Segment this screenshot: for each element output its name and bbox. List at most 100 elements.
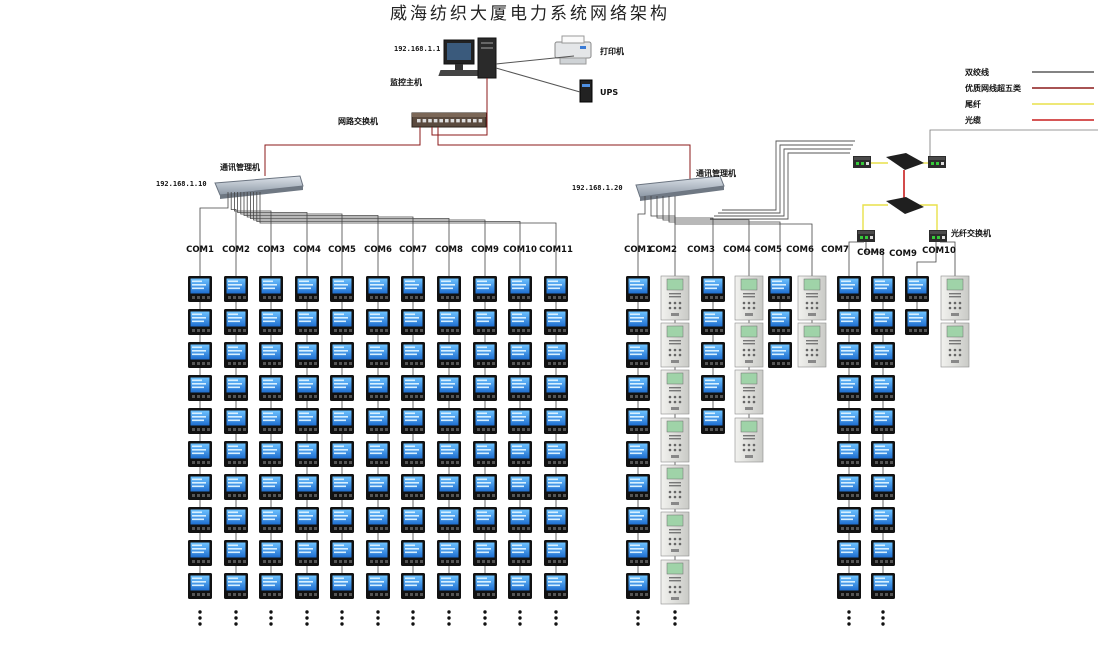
power-meter (224, 474, 248, 500)
continuation-dot (340, 622, 344, 626)
power-meter (330, 276, 354, 302)
power-meter (508, 408, 532, 434)
power-meter (544, 441, 568, 467)
switch-port (417, 119, 421, 123)
protection-relay (734, 417, 764, 463)
power-meter (508, 573, 532, 599)
continuation-dot (847, 616, 851, 620)
com-port-label: COM7 (399, 245, 427, 255)
power-meter (626, 276, 650, 302)
power-meter (508, 507, 532, 533)
power-meter (259, 309, 283, 335)
power-meter (224, 276, 248, 302)
continuation-dot (305, 610, 309, 614)
power-meter (295, 309, 319, 335)
continuation-dot (881, 616, 885, 620)
protection-relay (797, 322, 827, 368)
power-meter (837, 309, 861, 335)
power-meter (473, 276, 497, 302)
power-meter (366, 441, 390, 467)
continuation-dot (305, 616, 309, 620)
manager-left-label: 通讯管理机 (220, 162, 260, 172)
power-meter (295, 408, 319, 434)
protection-relay (660, 559, 690, 605)
power-meter (259, 441, 283, 467)
power-meter (295, 474, 319, 500)
power-meter (544, 309, 568, 335)
com-port-label: COM8 (857, 248, 885, 258)
power-meter (905, 309, 929, 335)
continuation-dot (483, 622, 487, 626)
power-meter (259, 474, 283, 500)
power-meter (701, 375, 725, 401)
power-meter (871, 540, 895, 566)
power-meter (837, 507, 861, 533)
bus-line (848, 241, 864, 580)
com-port-label: COM6 (786, 245, 814, 255)
continuation-dot (198, 622, 202, 626)
power-meter (837, 573, 861, 599)
power-meter (626, 540, 650, 566)
power-meter (224, 441, 248, 467)
power-meter (401, 408, 425, 434)
switch-port (467, 119, 471, 123)
power-meter (626, 507, 650, 533)
power-meter (701, 276, 725, 302)
power-meter (259, 408, 283, 434)
power-meter (437, 375, 461, 401)
power-meter (544, 408, 568, 434)
switch-port (422, 119, 427, 123)
com-port-label: COM4 (723, 245, 751, 255)
power-meter (837, 375, 861, 401)
power-meter (626, 474, 650, 500)
com-port-label: COM6 (364, 245, 392, 255)
com-port-label: COM9 (471, 245, 499, 255)
continuation-dot (234, 616, 238, 620)
power-meter (544, 375, 568, 401)
power-meter (544, 507, 568, 533)
power-meter (188, 441, 212, 467)
power-meter (701, 309, 725, 335)
bus-line (240, 192, 343, 573)
power-meter (437, 309, 461, 335)
power-meter (437, 276, 461, 302)
continuation-dot (305, 622, 309, 626)
power-meter (224, 573, 248, 599)
power-meter (330, 408, 354, 434)
manager-left-ip: 192.168.1.10 (156, 180, 207, 188)
continuation-dot (411, 610, 415, 614)
power-meter (837, 408, 861, 434)
power-meter (259, 540, 283, 566)
fiber-switch-mid (886, 197, 924, 214)
power-meter (871, 309, 895, 335)
com-port-label: COM5 (328, 245, 356, 255)
power-meter (508, 540, 532, 566)
com-port-label: COM10 (922, 246, 956, 256)
switch-port (478, 119, 483, 123)
continuation-dot (554, 616, 558, 620)
continuation-dot (411, 622, 415, 626)
power-meter (544, 276, 568, 302)
power-meter (837, 474, 861, 500)
switch-label: 网路交换机 (338, 116, 378, 126)
continuation-dot (447, 616, 451, 620)
legend-label: 双绞线 (965, 67, 989, 77)
power-meter (437, 342, 461, 368)
power-meter (295, 540, 319, 566)
power-meter (473, 507, 497, 533)
power-meter (626, 375, 650, 401)
continuation-dot (518, 622, 522, 626)
continuation-dot (447, 610, 451, 614)
com-port-label: COM11 (539, 245, 573, 255)
power-meter (295, 342, 319, 368)
power-meter (701, 342, 725, 368)
continuation-dot (847, 610, 851, 614)
power-meter (871, 276, 895, 302)
power-meter (366, 375, 390, 401)
legend-label: 优质网线超五类 (965, 83, 1021, 93)
power-meter (295, 573, 319, 599)
continuation-dot (847, 622, 851, 626)
power-meter (224, 309, 248, 335)
power-meter (544, 474, 568, 500)
